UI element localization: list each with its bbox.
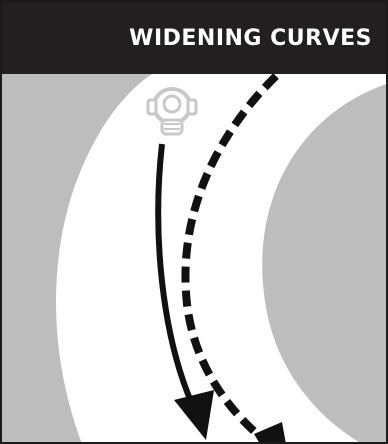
diagram-title: WIDENING CURVES — [129, 26, 372, 52]
curve-illustration — [2, 74, 386, 444]
title-bar: WIDENING CURVES — [2, 2, 386, 74]
